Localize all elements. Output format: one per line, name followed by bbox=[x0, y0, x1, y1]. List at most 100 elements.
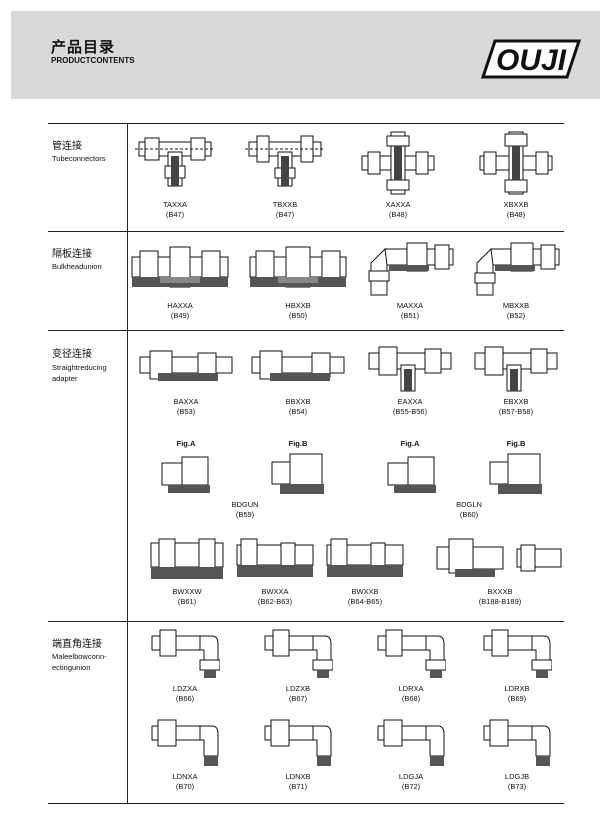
ouji-logo: OUJI bbox=[481, 39, 581, 79]
fitting-item: TAXXA (B47) bbox=[120, 130, 230, 219]
section-title-en: Bulkheadunion bbox=[52, 262, 102, 271]
item-code: BWXXB bbox=[351, 587, 379, 596]
item-code: BWXXA bbox=[261, 587, 289, 596]
item-page-ref: (B72) bbox=[401, 781, 421, 791]
elbow-fitting-drawing bbox=[151, 719, 219, 766]
section-title-zh: 管连接 bbox=[52, 141, 82, 152]
elbow-fitting-drawing bbox=[264, 719, 332, 766]
item-code: XBXXB bbox=[503, 200, 529, 209]
fitting-item: LDZXA (B66) bbox=[130, 628, 240, 703]
elbow-fitting-drawing bbox=[483, 629, 552, 678]
item-page-ref: (B66) bbox=[175, 693, 195, 703]
reducing-adapter-drawing bbox=[251, 350, 345, 381]
elbow-fitting-drawing bbox=[264, 629, 333, 678]
fitting-item: MBXXB (B52) bbox=[461, 241, 571, 320]
tee-fitting-drawing bbox=[245, 135, 325, 187]
fitting-item: EBXXB (B57-B58) bbox=[461, 343, 571, 416]
item-page-ref: (B47) bbox=[275, 209, 295, 219]
fig-label: Fig.B bbox=[506, 439, 526, 448]
elbow-fitting-drawing bbox=[483, 719, 551, 766]
item-code: LDGJA bbox=[398, 772, 424, 781]
elbow-fitting-drawing bbox=[151, 629, 220, 678]
item-page-ref: (B70) bbox=[175, 781, 195, 791]
item-page-ref: (B67) bbox=[288, 693, 308, 703]
fitting-item: LDRXA (B68) bbox=[356, 628, 466, 703]
item-code: EBXXB bbox=[503, 397, 529, 406]
item-code: LDNXB bbox=[285, 772, 311, 781]
adapter-fig-b-drawing bbox=[489, 453, 542, 494]
reducing-tee-drawing bbox=[474, 346, 558, 392]
adapter-fig-a-drawing bbox=[387, 456, 436, 493]
item-code: LDGJB bbox=[504, 772, 530, 781]
section-title-zh: 变径连接 bbox=[52, 349, 92, 360]
item-page-ref: (B188-B189) bbox=[478, 596, 522, 606]
fitting-item: LDRXB (B69) bbox=[462, 628, 572, 703]
fitting-item: BWXXA (B62-B63) bbox=[220, 537, 330, 606]
item-page-ref: (B49) bbox=[170, 310, 190, 320]
section-title-zh: 隔板连接 bbox=[52, 249, 92, 260]
fitting-item: HBXXB (B50) bbox=[243, 241, 353, 320]
table-top-rule bbox=[48, 123, 564, 124]
fitting-item: LDNXB (B71) bbox=[243, 716, 353, 791]
section-title-en: Maleelbowconn-ectingunion bbox=[52, 652, 107, 672]
item-code: MAXXA bbox=[396, 301, 424, 310]
fitting-item: BBXXB (B54) bbox=[243, 343, 353, 416]
row-divider bbox=[48, 621, 564, 622]
column-divider bbox=[127, 123, 128, 803]
item-code: LDZXA bbox=[172, 684, 198, 693]
fitting-item: TBXXB (B47) bbox=[230, 130, 340, 219]
reducing-tee-drawing bbox=[368, 346, 452, 392]
weld-adapter-drawing bbox=[236, 538, 314, 577]
bulkhead-union-drawing bbox=[131, 246, 229, 288]
item-code: HAXXA bbox=[167, 301, 193, 310]
section-title-en: Tubeconnectors bbox=[52, 154, 106, 163]
reducing-adapter-drawing bbox=[139, 350, 233, 381]
group-item: BDGLN (B60) bbox=[429, 500, 509, 519]
item-code: BWXXW bbox=[172, 587, 202, 596]
fitting-item: BAXXA (B53) bbox=[131, 343, 241, 416]
item-page-ref: (B53) bbox=[176, 406, 196, 416]
section-title-zh: 端直角连接 bbox=[52, 639, 102, 650]
table-bottom-rule bbox=[48, 803, 564, 804]
tee-fitting-drawing bbox=[135, 137, 215, 187]
adapter-fig-a-drawing bbox=[161, 456, 210, 493]
bulkhead-elbow-drawing bbox=[368, 242, 454, 296]
item-page-ref: (B73) bbox=[507, 781, 527, 791]
item-page-ref: (B62-B63) bbox=[257, 596, 293, 606]
fitting-item: HAXXA (B49) bbox=[125, 241, 235, 320]
page-subtitle: PRODUCTCONTENTS bbox=[51, 56, 135, 65]
header-band: 产品目录 PRODUCTCONTENTS OUJI bbox=[11, 11, 600, 99]
row-divider bbox=[48, 330, 564, 331]
fitting-item: EAXXA (B55-B56) bbox=[355, 343, 465, 416]
item-page-ref: (B47) bbox=[165, 209, 185, 219]
item-code: LDNXA bbox=[172, 772, 198, 781]
fitting-item: XAXXA (B48) bbox=[343, 130, 453, 219]
item-code: MBXXB bbox=[502, 301, 530, 310]
reducer-drawing bbox=[436, 538, 562, 577]
fitting-item: LDGJB (B73) bbox=[462, 716, 572, 791]
fitting-item: LDNXA (B70) bbox=[130, 716, 240, 791]
row-divider bbox=[48, 231, 564, 232]
item-code: BDGLN bbox=[456, 500, 482, 509]
item-code: LDRXB bbox=[504, 684, 530, 693]
weld-adapter-drawing bbox=[326, 538, 404, 577]
bulkhead-union-drawing bbox=[249, 246, 347, 288]
item-page-ref: (B64-B65) bbox=[347, 596, 383, 606]
weld-adapter-drawing bbox=[150, 538, 224, 579]
item-page-ref: (B68) bbox=[401, 693, 421, 703]
fitting-item: LDGJA (B72) bbox=[356, 716, 466, 791]
fitting-item: BWXXB (B64-B65) bbox=[310, 537, 420, 606]
item-code: TAXXA bbox=[162, 200, 188, 209]
item-page-ref: (B54) bbox=[288, 406, 308, 416]
item-code: EAXXA bbox=[397, 397, 423, 406]
elbow-fitting-drawing bbox=[377, 719, 445, 766]
section-title-en: Straightreducing adapter bbox=[52, 363, 107, 383]
cross-fitting-drawing bbox=[479, 131, 553, 195]
fitting-item: XBXXB (B48) bbox=[461, 130, 571, 219]
item-page-ref: (B57-B58) bbox=[498, 406, 534, 416]
fitting-item: BWXXW (B61) bbox=[132, 537, 242, 606]
item-page-ref: (B69) bbox=[507, 693, 527, 703]
item-page-ref: (B71) bbox=[288, 781, 308, 791]
item-code: TBXXB bbox=[272, 200, 298, 209]
item-code: LDZXB bbox=[285, 684, 311, 693]
